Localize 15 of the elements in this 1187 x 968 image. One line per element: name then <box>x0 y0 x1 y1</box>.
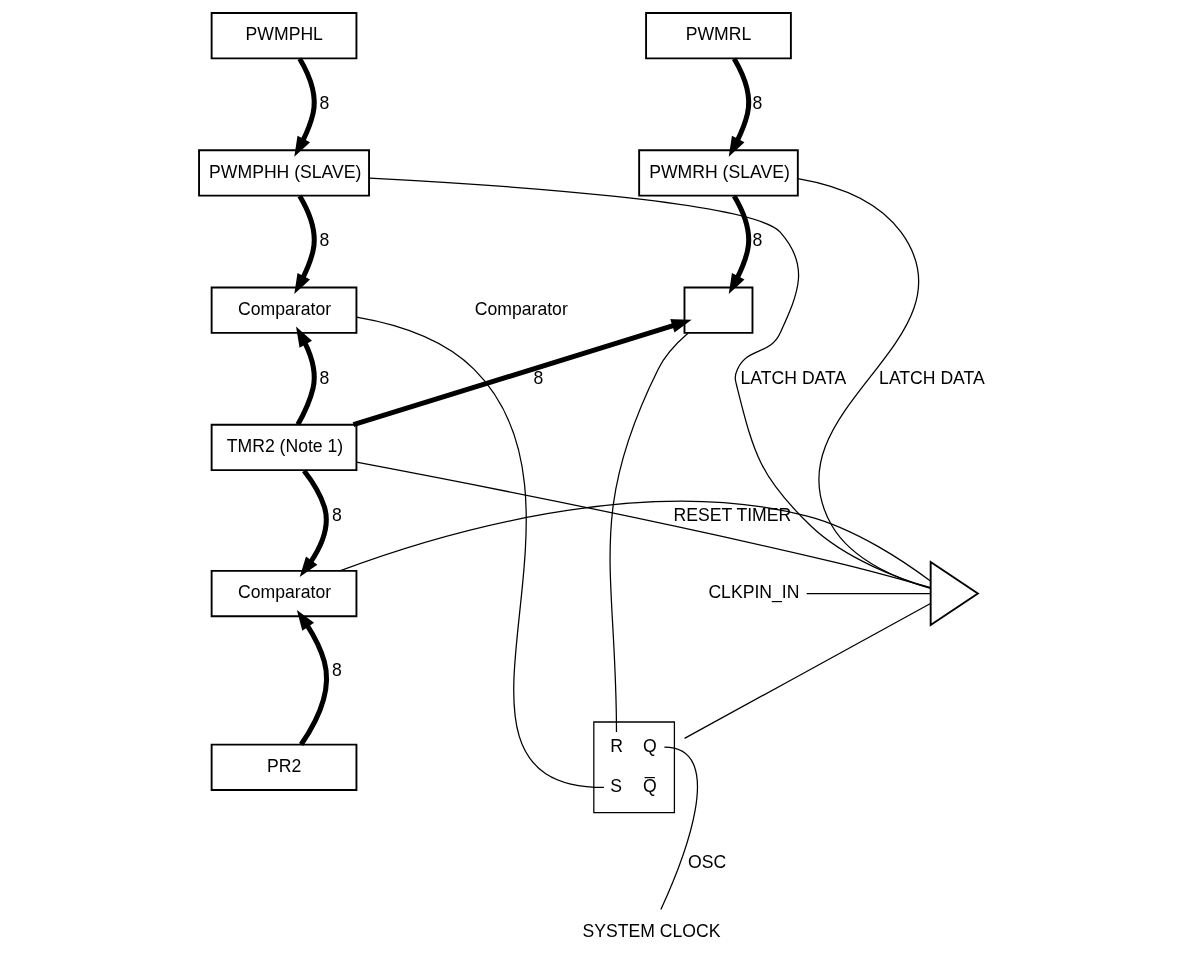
edge-label: 8 <box>319 230 330 251</box>
edge-label: RESET TIMER <box>673 504 792 525</box>
edge-label: 8 <box>752 230 763 251</box>
edge-label: 8 <box>533 367 544 388</box>
edge-label: 8 <box>332 504 342 525</box>
edge-label: LATCH DATA <box>740 367 847 388</box>
edge-label: 8 <box>319 92 330 113</box>
edge-label: LATCH DATA <box>879 367 985 388</box>
label: Comparator <box>474 298 568 319</box>
edge-label: 8 <box>752 92 763 113</box>
node-text: CLKPIN_IN <box>708 582 800 603</box>
edge-label: 8 <box>332 659 342 680</box>
node-text: SYSTEM CLOCK <box>582 920 721 941</box>
edge-label: OSC <box>688 852 727 873</box>
edge-label: 8 <box>319 367 330 388</box>
